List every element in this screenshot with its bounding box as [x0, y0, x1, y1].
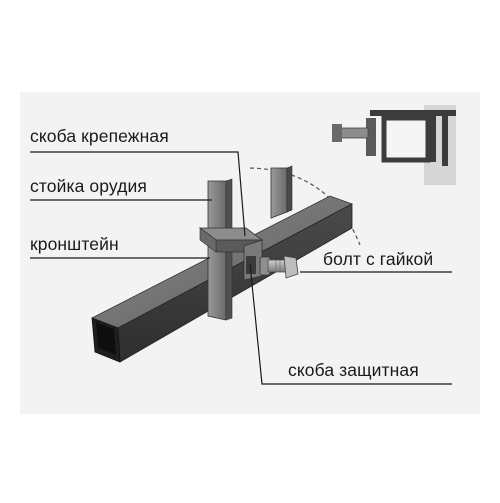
label-mounting-bracket: скоба крепежная: [30, 126, 169, 146]
protective-clamp: [243, 239, 263, 281]
inset-cross-section: [332, 105, 456, 185]
bolt-and-nut: [259, 255, 299, 279]
rear-post: [270, 165, 293, 219]
leader-protective-bracket: [249, 263, 452, 385]
leader-lines: [30, 151, 452, 385]
label-protective-bracket: скоба защитная: [288, 360, 419, 380]
label-bracket: кронштейн: [30, 234, 119, 254]
label-bolt-with-nut: болт с гайкой: [323, 249, 434, 269]
rotation-arc: [249, 167, 361, 246]
leader-mounting-bracket: [30, 151, 246, 237]
label-implement-post: стойка орудия: [30, 176, 147, 196]
